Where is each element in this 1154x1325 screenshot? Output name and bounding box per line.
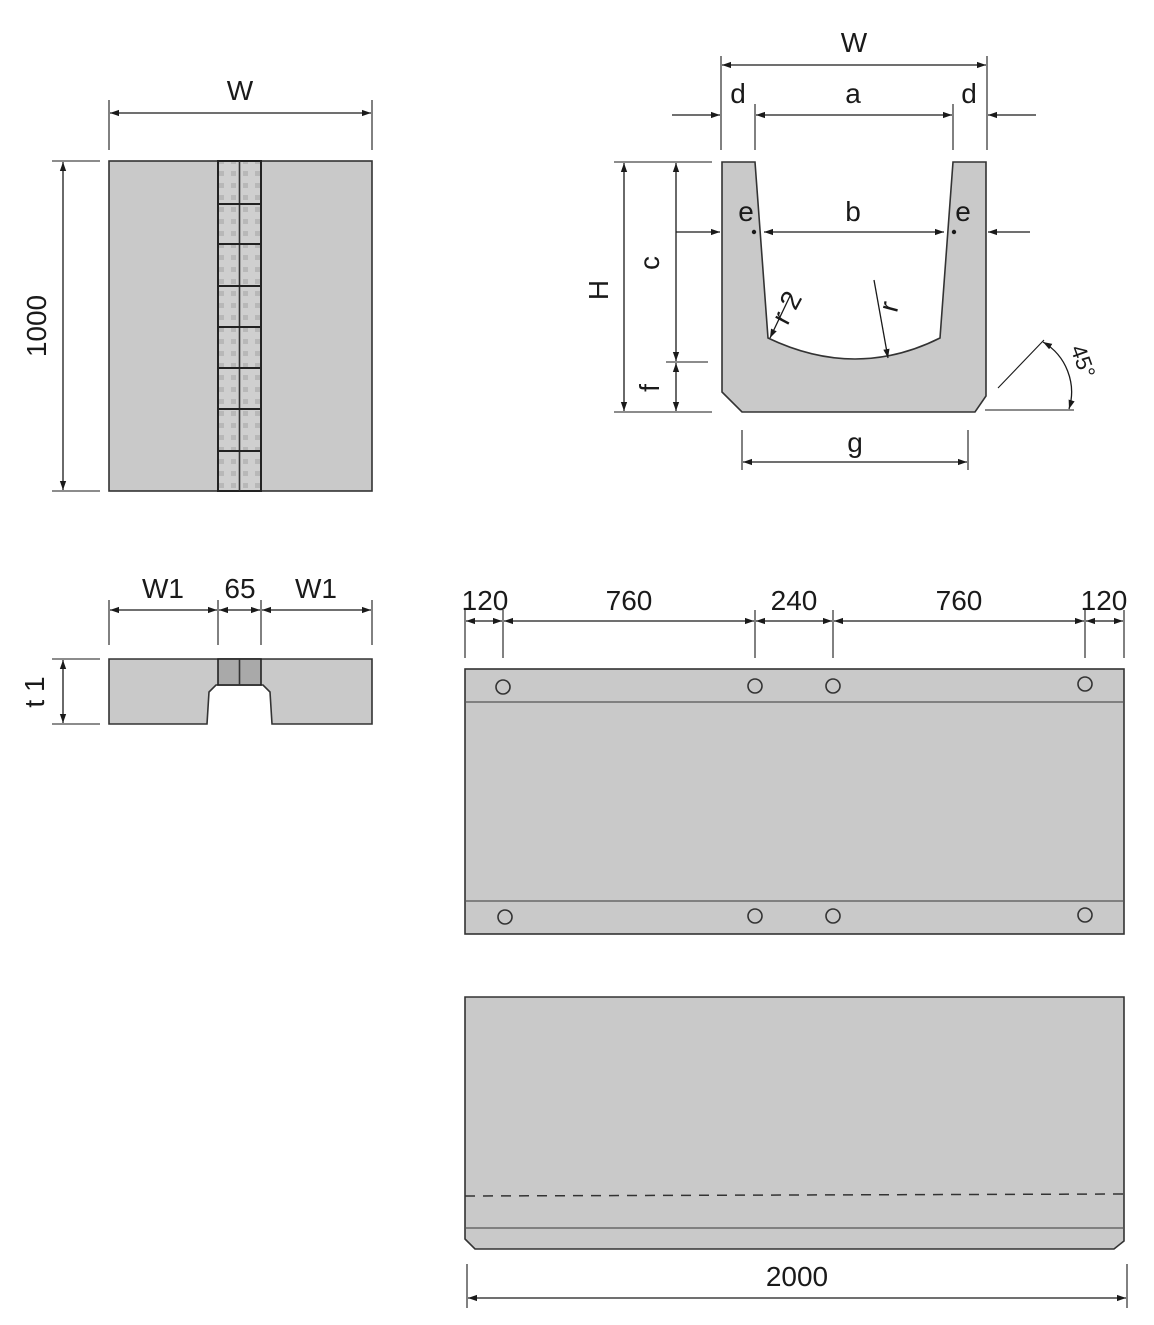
side-dim-label: 240 [771,585,818,616]
sec-w-label: W [841,27,868,58]
side-dim-label: 120 [462,585,509,616]
bolt-hole-icon [1077,676,1093,692]
sec-b-label: b [845,196,861,227]
side-dim-label: 120 [1081,585,1128,616]
grating-crossbars [218,203,261,452]
bolt-hole-icon [747,908,763,924]
cross-section-view: W d a d e b e H c f r 2 r [583,27,1100,470]
side-top-view: 120 760 240 760 120 [462,585,1128,935]
side-elevation-view: 2000 [464,996,1128,1308]
sec-f-label: f [634,384,665,392]
bolt-hole-icon [825,678,841,694]
end-view: W1 65 W1 t 1 [19,573,373,725]
sec-angle-arc [1042,341,1075,410]
sec-d-right-label: d [961,78,977,109]
end-w1-right-label: W1 [295,573,337,604]
sec-d-left-label: d [730,78,746,109]
bolt-hole-icon [1077,907,1093,923]
sec-r2-leader [769,295,791,339]
sec-r2-label: r 2 [765,286,808,329]
sec-e-left-label: e [738,196,754,227]
end-t1-label: t 1 [19,676,50,707]
side-elevation-panel [464,996,1125,1250]
top-w-label: W [227,75,254,106]
sec-g-label: g [847,427,863,458]
sec-e-right-dot [951,229,957,235]
sec-a-label: a [845,78,861,109]
bolt-hole-icon [747,678,763,694]
end-gap-label: 65 [224,573,255,604]
end-w1-left-label: W1 [142,573,184,604]
sec-e-left-dot [751,229,757,235]
sec-r-label: r [873,298,905,315]
sec-r-leader [873,279,890,359]
side-dim-label: 760 [606,585,653,616]
sec-angle-label: 45° [1066,342,1101,382]
side-top-panel [464,668,1125,935]
bolt-hole-icon [497,909,513,925]
sec-e-right-label: e [955,196,971,227]
end-view-slab [108,658,373,725]
sec-c-label: c [634,256,665,270]
sec-h-label: H [583,280,614,300]
bolt-holes [495,676,1093,925]
top-length-label: 1000 [21,295,52,357]
sec-angle-line [997,339,1045,389]
top-view: W 1000 [21,75,373,492]
side-dimension-chain [464,610,1125,658]
bolt-hole-icon [825,908,841,924]
bolt-hole-icon [495,679,511,695]
side-length-label: 2000 [766,1261,828,1292]
side-elevation-hidden-line [464,1193,1125,1197]
side-dim-label: 760 [936,585,983,616]
